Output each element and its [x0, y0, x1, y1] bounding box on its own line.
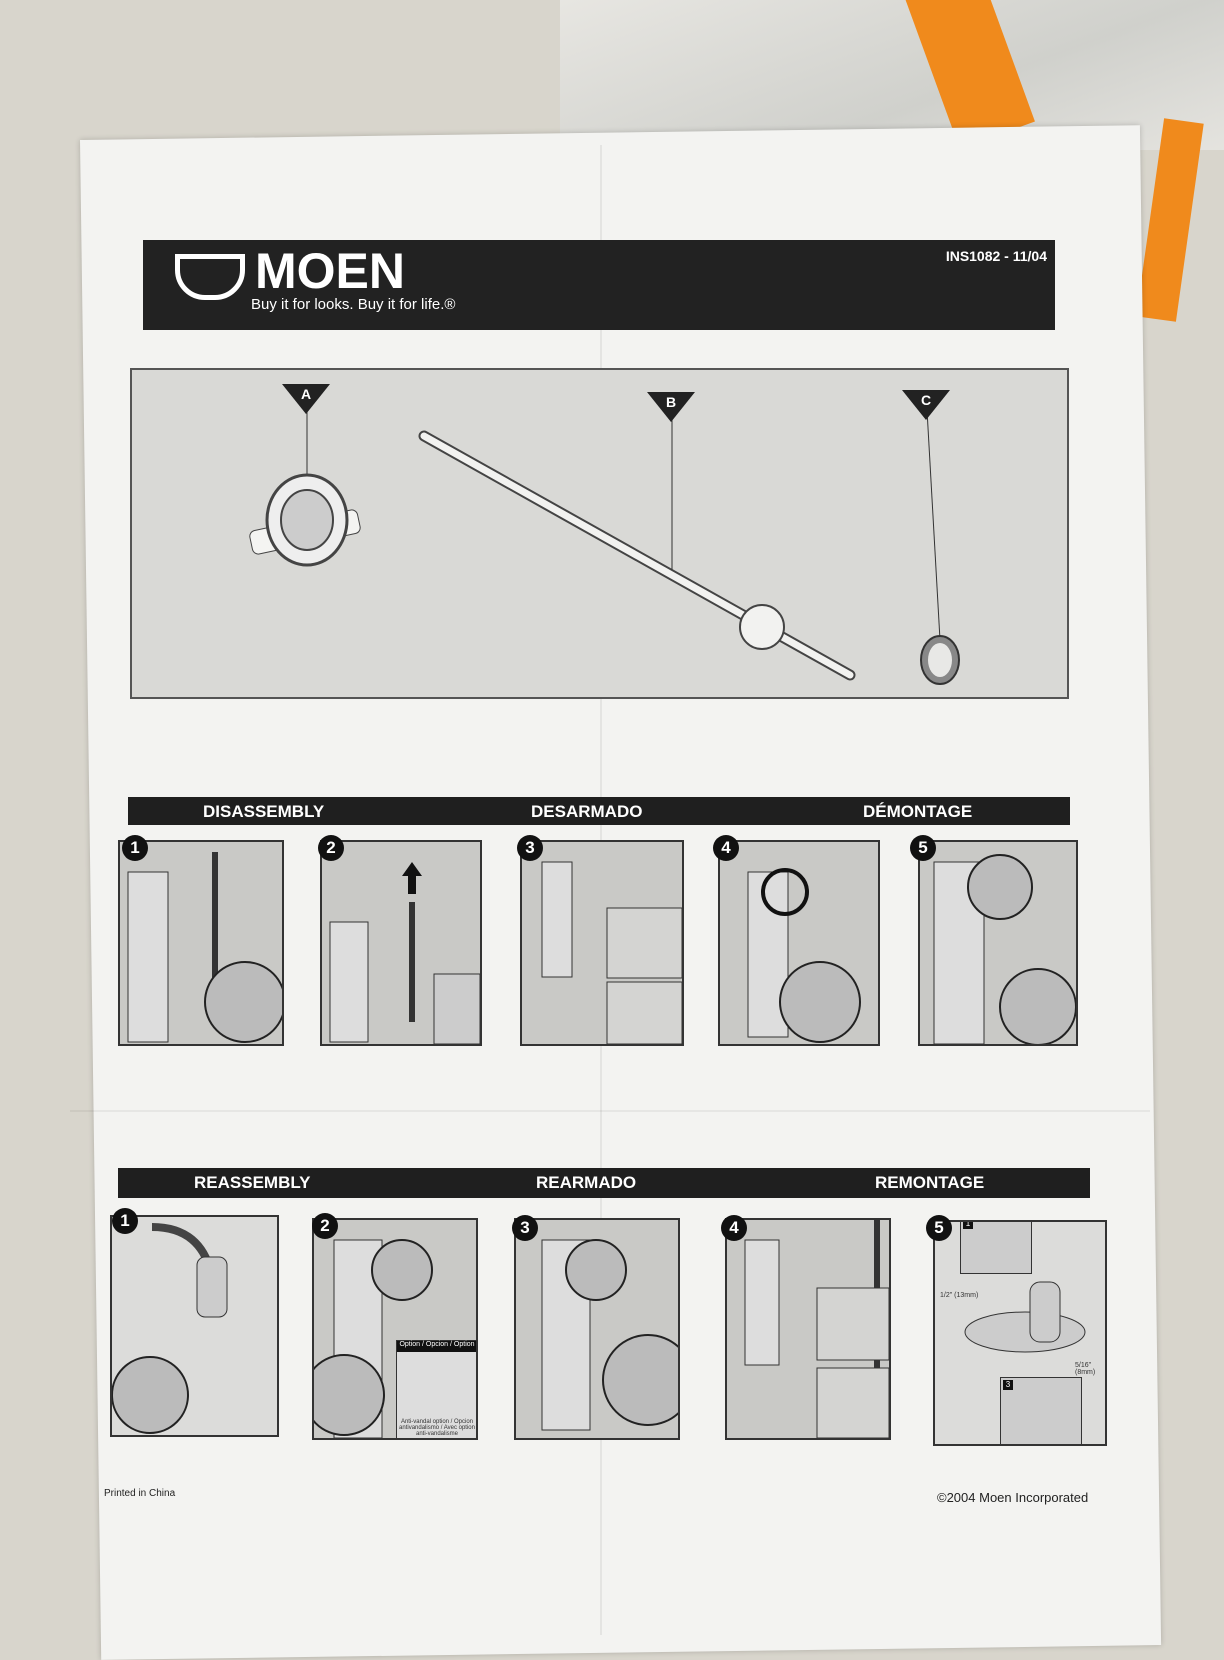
- reassembly-step-5: 1 1/2" (13mm) 5/16" (8mm) 3: [933, 1220, 1107, 1446]
- step-number: 4: [721, 1215, 747, 1241]
- reassembly-bar: REASSEMBLY REARMADO REMONTAGE: [118, 1168, 1090, 1198]
- disassembly-step-4: [718, 840, 880, 1046]
- printed-in: Printed in China: [104, 1488, 176, 1499]
- section-title-fr: DÉMONTAGE: [863, 802, 973, 821]
- reassembly-step-1: [110, 1215, 279, 1437]
- step-number: 5: [926, 1215, 952, 1241]
- reassembly-step-4: [725, 1218, 891, 1440]
- parts-diagram: A B C: [130, 368, 1069, 699]
- parts-illustration: [249, 409, 960, 685]
- reassembly-step-3: [514, 1218, 680, 1440]
- document-id: INS1082 - 11/04: [945, 248, 1047, 264]
- part-label: B: [665, 394, 677, 410]
- part-marker-b: B: [647, 392, 695, 422]
- step-number: 4: [713, 835, 739, 861]
- part-marker-a: A: [282, 384, 330, 414]
- disassembly-step-5: [918, 840, 1078, 1046]
- moen-logo-icon: [175, 254, 245, 300]
- sub-step-number: 1: [963, 1222, 973, 1229]
- section-title-fr: REMONTAGE: [875, 1173, 985, 1192]
- step-number: 2: [318, 835, 344, 861]
- part-label: A: [300, 386, 312, 402]
- sub-step-number: 3: [1003, 1380, 1013, 1390]
- brand-name: MOEN: [255, 243, 405, 299]
- section-title-es: DESARMADO: [531, 802, 643, 821]
- option-label: Option / Opcion / Option: [397, 1341, 476, 1352]
- reassembly-step-2: Option / Opcion / Option Anti-vandal opt…: [312, 1218, 478, 1440]
- copyright: ©2004 Moen Incorporated: [937, 1490, 1089, 1505]
- fold-line: [70, 1110, 1150, 1112]
- header-bar: MOEN Buy it for looks. Buy it for life.®…: [143, 240, 1055, 330]
- disassembly-step-2: [320, 840, 482, 1046]
- section-title-en: DISASSEMBLY: [203, 802, 325, 821]
- part-marker-c: C: [902, 390, 950, 420]
- step-number: 2: [312, 1213, 338, 1239]
- disassembly-bar: DISASSEMBLY DESARMADO DÉMONTAGE: [128, 797, 1070, 825]
- dimension-label: 5/16" (8mm): [1075, 1362, 1096, 1376]
- section-title-es: REARMADO: [536, 1173, 637, 1192]
- disassembly-step-1: [118, 840, 284, 1046]
- sub-step-1-inset: 1: [960, 1222, 1032, 1274]
- step-number: 1: [122, 835, 148, 861]
- step-number: 1: [112, 1208, 138, 1234]
- dimension-label: 1/2" (13mm): [940, 1292, 979, 1299]
- step-number: 5: [910, 835, 936, 861]
- option-note: Anti-vandal option / Opcion antivandalis…: [399, 1419, 475, 1437]
- tagline: Buy it for looks. Buy it for life.®: [251, 296, 456, 313]
- option-inset: Option / Opcion / Option Anti-vandal opt…: [396, 1340, 476, 1438]
- section-title-en: REASSEMBLY: [194, 1173, 311, 1192]
- plastic-bag: [560, 0, 1224, 150]
- sub-step-3-inset: 3: [1000, 1377, 1082, 1444]
- step-number: 3: [512, 1215, 538, 1241]
- disassembly-step-3: [520, 840, 684, 1046]
- part-label: C: [920, 392, 932, 408]
- step-number: 3: [517, 835, 543, 861]
